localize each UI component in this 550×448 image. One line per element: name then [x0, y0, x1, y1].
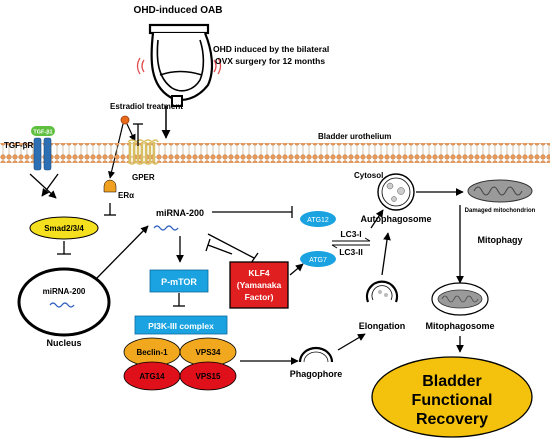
- nucleus-mirna: miRNA-200: [43, 287, 86, 296]
- pmtor-box: [149, 269, 209, 293]
- klf4-box: [229, 261, 289, 309]
- svg-text:ATG14: ATG14: [139, 372, 165, 381]
- gper-receptor-icon: [127, 139, 159, 165]
- estradiol-label: Estradiol treatment: [110, 102, 183, 111]
- elongation-label: Elongation: [359, 321, 406, 331]
- tgf-br-label: TGF-βR: [4, 141, 34, 150]
- vps15-node: [179, 361, 237, 391]
- mirna-200-main: miRNA-200: [156, 208, 204, 218]
- autophagosome-icon: [377, 173, 415, 211]
- era-receptor-icon: [103, 179, 117, 193]
- bladder-icon: [136, 23, 222, 107]
- title: OHD-induced OAB: [134, 5, 223, 16]
- elongation-icon: [365, 280, 399, 303]
- era-label: ERα: [118, 191, 134, 200]
- membrane-bilayer: [0, 143, 550, 163]
- mitophagosome-icon: [431, 282, 489, 316]
- svg-text:TGF-β1: TGF-β1: [33, 130, 52, 136]
- svg-text:KLF4: KLF4: [248, 268, 270, 278]
- ovx-note-line1: OHD induced by the bilateral: [213, 44, 329, 54]
- svg-text:VPS34: VPS34: [196, 348, 221, 357]
- tgf-receptor-icon: [33, 137, 52, 171]
- tgf-b1-badge: [31, 126, 55, 136]
- nucleus-boundary: [17, 267, 111, 337]
- autophagosome-label: Autophagosome: [361, 214, 432, 224]
- smad-node: [29, 216, 99, 240]
- lc3-ii-label: LC3-II: [339, 247, 363, 257]
- bladder-urothelium-label: Bladder urothelium: [318, 132, 391, 141]
- svg-text:Factor): Factor): [245, 292, 274, 302]
- svg-text:Beclin-1: Beclin-1: [136, 348, 168, 357]
- svg-text:Bladder: Bladder: [422, 373, 482, 390]
- svg-text:P-mTOR: P-mTOR: [161, 277, 197, 287]
- ovx-note-line2: OVX surgery for 12 months: [215, 56, 325, 66]
- nucleus-rna-icon: [49, 302, 75, 308]
- phagophore-icon: [298, 346, 334, 363]
- svg-text:Smad2/3/4: Smad2/3/4: [44, 224, 84, 233]
- atg12-node: [300, 211, 336, 227]
- svg-text:Recovery: Recovery: [416, 411, 488, 428]
- svg-text:PI3K-III complex: PI3K-III complex: [148, 321, 214, 331]
- mitophagosome-label: Mitophagosome: [426, 321, 495, 331]
- damaged-mitochondrion-icon: [467, 179, 533, 203]
- svg-text:VPS15: VPS15: [196, 372, 221, 381]
- mirna-rna-icon: [153, 225, 179, 231]
- mitophagy-label: Mitophagy: [478, 235, 523, 245]
- lc3-i-label: LC3-I: [340, 229, 361, 239]
- estradiol-icon: [120, 115, 130, 125]
- svg-text:Functional: Functional: [412, 392, 493, 409]
- cytosol-label: Cytosol: [354, 171, 383, 180]
- damaged-mito-label: Damaged mitochondrion: [465, 208, 536, 214]
- phagophore-label: Phagophore: [290, 369, 343, 379]
- svg-text:ATG7: ATG7: [309, 257, 327, 264]
- recovery-node: [371, 356, 533, 438]
- svg-text:(Yamanaka: (Yamanaka: [237, 280, 282, 290]
- svg-text:ATG12: ATG12: [307, 217, 329, 224]
- atg7-node: [300, 251, 336, 267]
- nucleus-label: Nucleus: [46, 338, 81, 348]
- gper-label: GPER: [132, 173, 155, 182]
- pi3k-complex-box: [134, 315, 228, 335]
